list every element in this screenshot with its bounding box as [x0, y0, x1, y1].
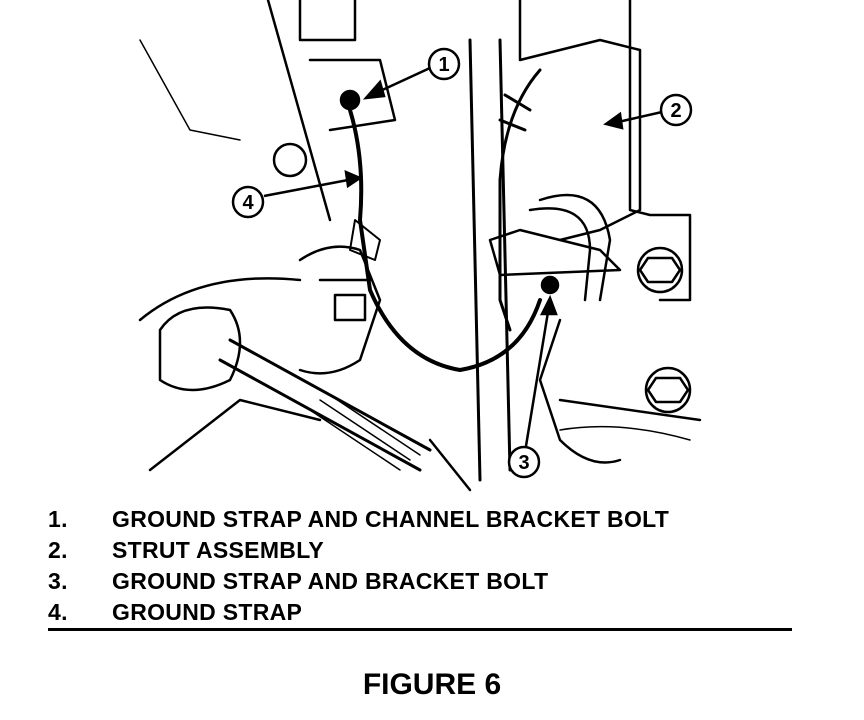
legend-number: 2.	[48, 537, 68, 563]
legend-text: STRUT ASSEMBLY	[112, 537, 325, 563]
callout-1: 1	[438, 54, 449, 76]
ground-strap-path	[348, 108, 542, 372]
legend-item: 4. GROUND STRAP	[48, 597, 798, 628]
callout-4: 4	[242, 192, 254, 214]
legend-number: 1.	[48, 506, 68, 532]
legend-item: 1. GROUND STRAP AND CHANNEL BRACKET BOLT	[48, 504, 798, 535]
legend-item: 2. STRUT ASSEMBLY	[48, 535, 798, 566]
legend-number: 4.	[48, 599, 68, 625]
strut-assembly	[518, 0, 642, 242]
legend-text: GROUND STRAP	[112, 599, 303, 625]
channel-bracket	[468, 38, 482, 482]
callout-3: 3	[518, 452, 529, 474]
legend-text: GROUND STRAP AND BRACKET BOLT	[112, 568, 549, 594]
legend-divider	[48, 628, 792, 631]
figure-caption: FIGURE 6	[362, 668, 502, 701]
callout-2: 2	[670, 100, 681, 122]
legend-item: 3. GROUND STRAP AND BRACKET BOLT	[48, 566, 798, 597]
legend-text: GROUND STRAP AND CHANNEL BRACKET BOLT	[112, 506, 670, 532]
legend-number: 3.	[48, 568, 68, 594]
legend: 1. GROUND STRAP AND CHANNEL BRACKET BOLT…	[48, 504, 798, 628]
ground-strap-illustration: 1 2 3 4	[138, 0, 702, 492]
